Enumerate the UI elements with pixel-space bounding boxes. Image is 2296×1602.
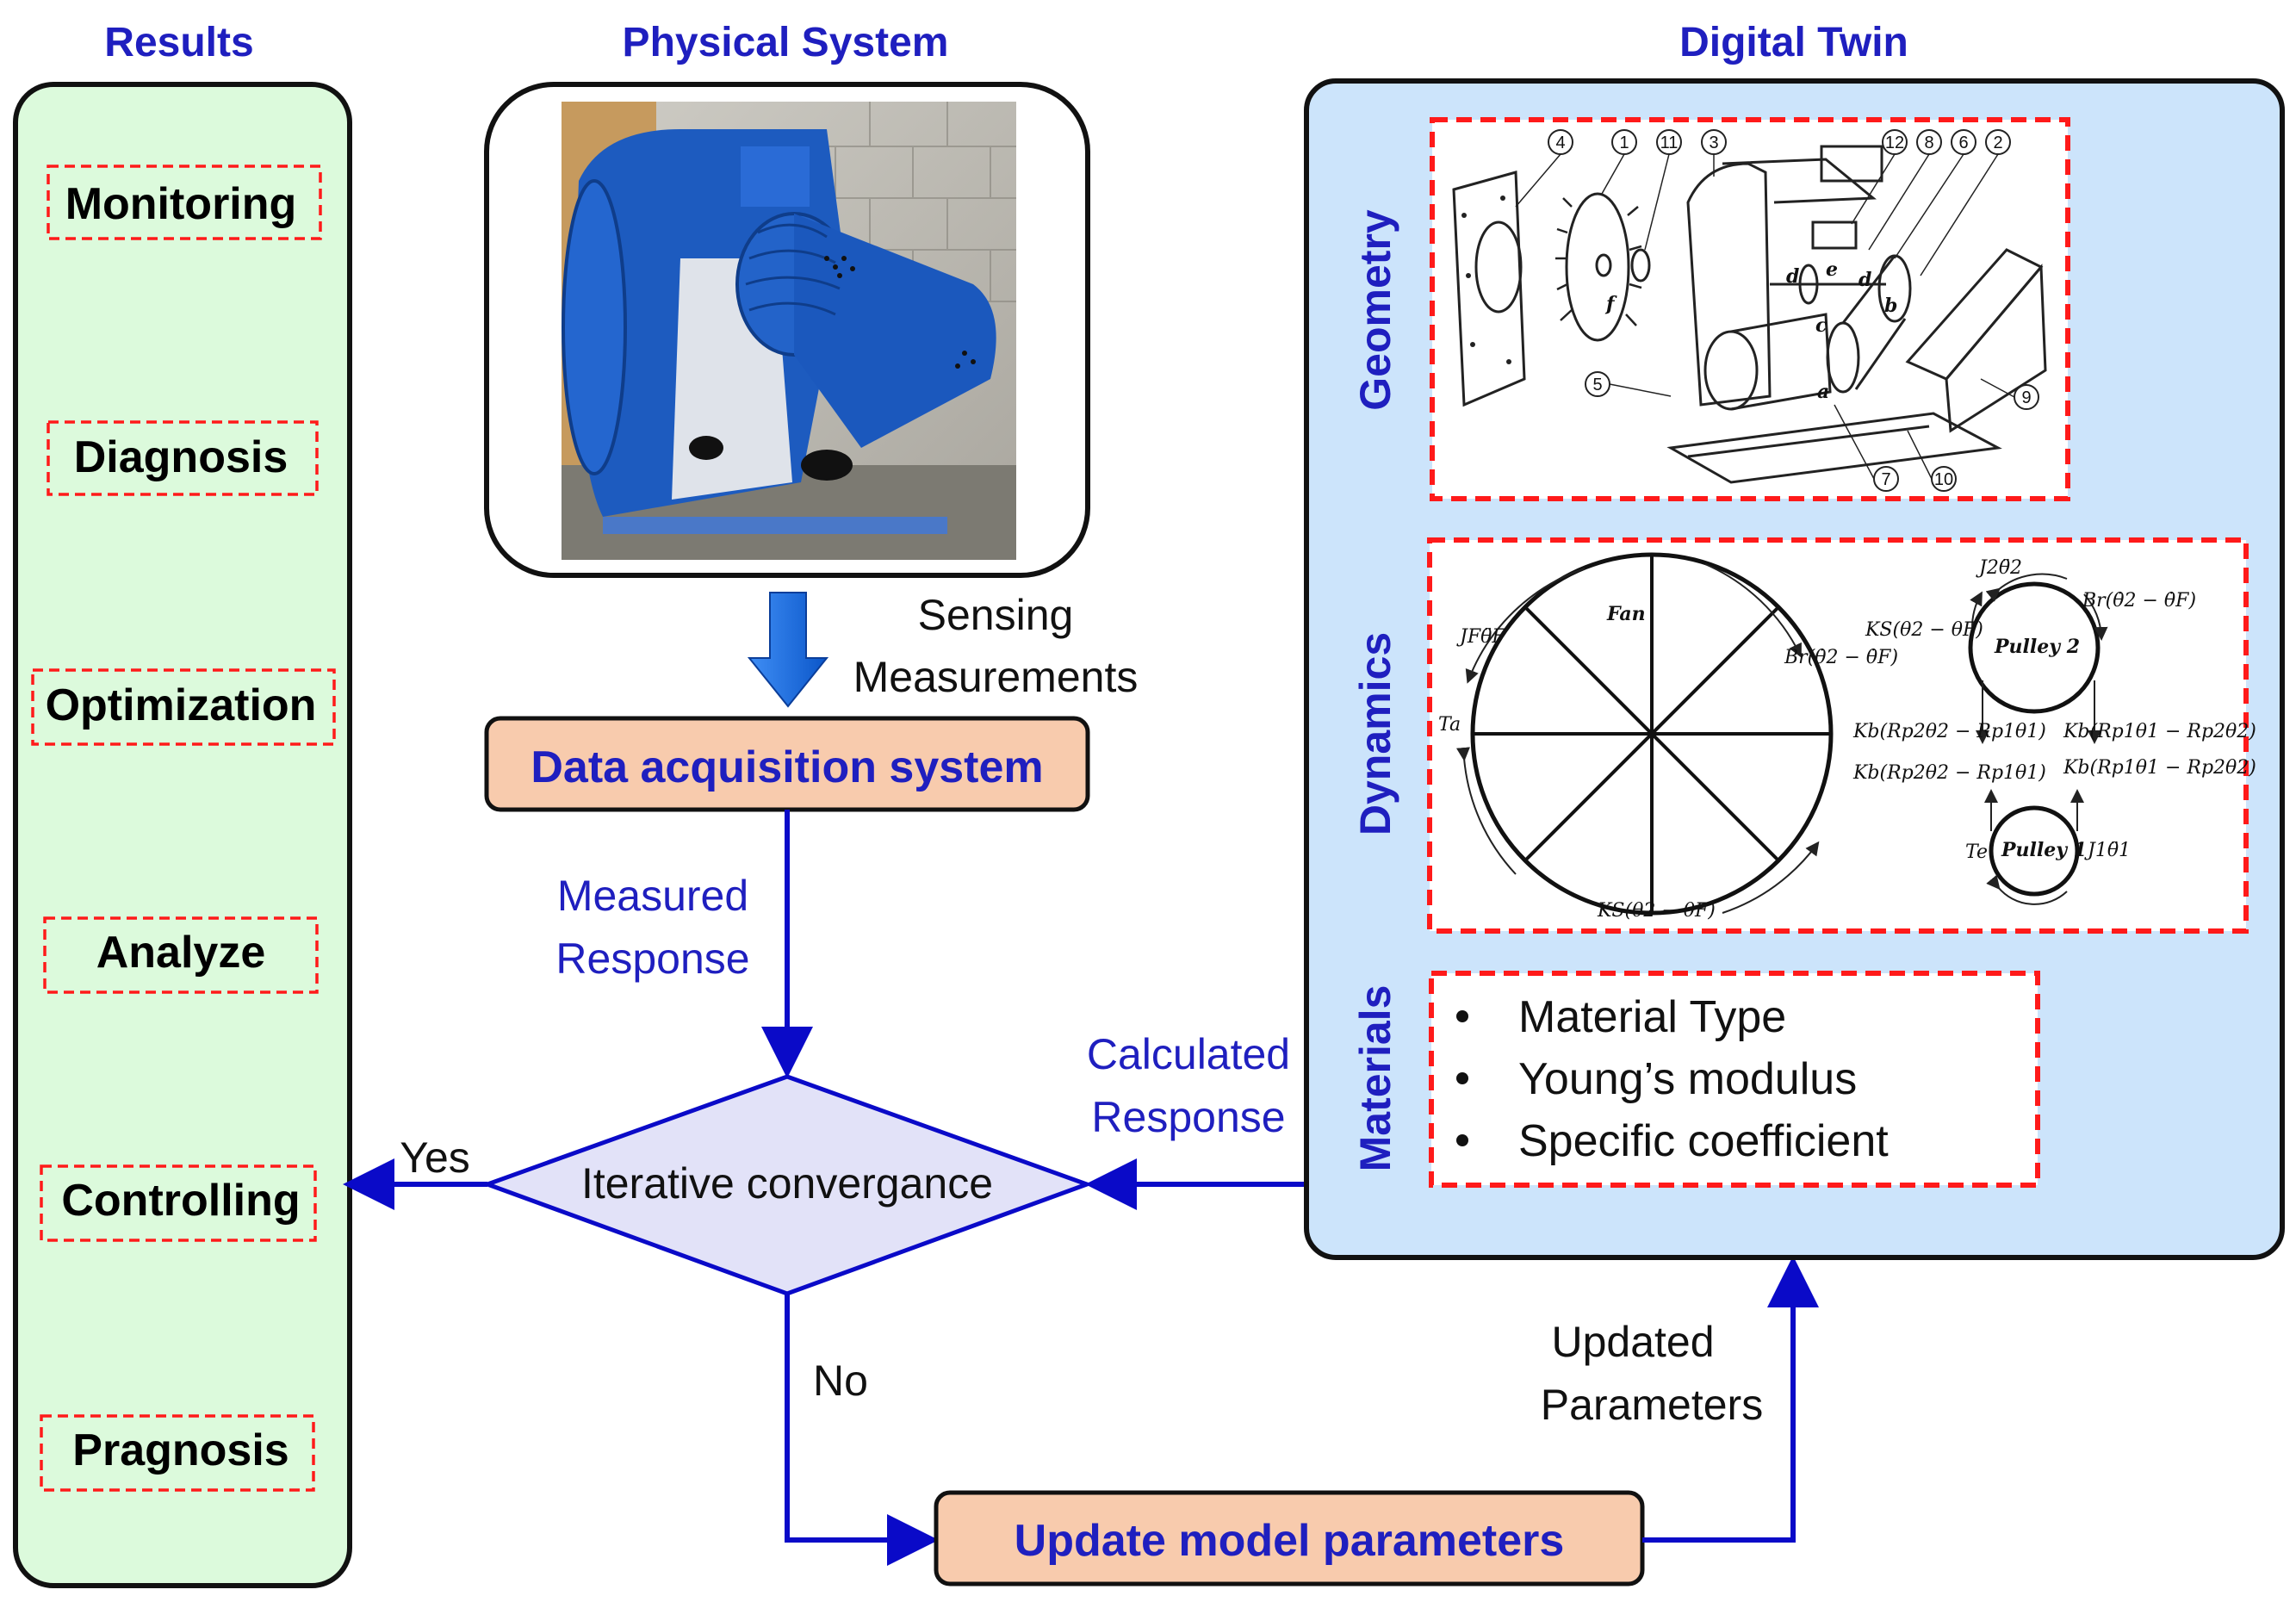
no-arrow bbox=[785, 1294, 939, 1566]
sensing-label-2: Measurements bbox=[853, 653, 1139, 701]
callout-1: 1 bbox=[1619, 134, 1629, 152]
fan-photo bbox=[562, 102, 1016, 560]
geo-letter-d1: d bbox=[1786, 265, 1799, 288]
material-item-youngs: Young’s modulus bbox=[1518, 1054, 1857, 1104]
fan-label: Fan bbox=[1606, 603, 1646, 625]
dynamics-diagram: Fan JFθ̈F Ta Br(θ̇2 − θ̇F) KS(θ2 − θF) P… bbox=[1438, 552, 2256, 922]
materials-box bbox=[1429, 971, 2040, 1188]
result-optimization: Optimization bbox=[46, 680, 317, 730]
result-box-pragnosis bbox=[40, 1414, 315, 1492]
callout-5: 5 bbox=[1592, 376, 1602, 394]
updated-parameters-arrow bbox=[1642, 1256, 1819, 1543]
calculated-label-2: Response bbox=[1091, 1093, 1285, 1141]
pulley-1-icon bbox=[1989, 805, 2080, 897]
sensing-label-1: Sensing bbox=[918, 591, 1074, 639]
no-label: No bbox=[813, 1357, 868, 1405]
kb1-term: Kb(Rp2θ2 − Rp1θ1) bbox=[1852, 721, 2046, 742]
materials-list: Material Type Young’s modulus Specific c… bbox=[1456, 992, 1889, 1166]
result-monitoring: Monitoring bbox=[65, 179, 297, 229]
fan-geometry-drawing: f d e d b c a 4 1 11 3 12 8 6 2 5 9 7 10 bbox=[1452, 129, 2047, 492]
geo-letter-b: b bbox=[1884, 295, 1897, 317]
pulley-2-label: Pulley 2 bbox=[1994, 636, 2080, 658]
data-acquisition-label: Data acquisition system bbox=[531, 742, 1043, 792]
material-item-coefficient: Specific coefficient bbox=[1518, 1116, 1889, 1166]
geo-letter-e: e bbox=[1826, 258, 1838, 281]
sensing-arrow-icon bbox=[747, 592, 829, 708]
ks-p2-term: KS(θ2 − θF) bbox=[1865, 619, 1983, 641]
update-parameters-label: Update model parameters bbox=[1015, 1516, 1565, 1566]
callout-3: 3 bbox=[1709, 134, 1718, 152]
pulley-2-icon bbox=[1968, 581, 2101, 714]
material-item-type: Material Type bbox=[1518, 992, 1786, 1042]
ta-term: Ta bbox=[1438, 714, 1461, 736]
callout-11: 11 bbox=[1660, 134, 1679, 152]
j1-term: J1θ̈1 bbox=[2084, 840, 2131, 861]
result-pragnosis: Pragnosis bbox=[72, 1425, 289, 1475]
result-box-controlling bbox=[40, 1164, 317, 1242]
dynamics-box bbox=[1427, 537, 2249, 934]
result-controlling: Controlling bbox=[61, 1176, 300, 1226]
callout-9: 9 bbox=[2021, 388, 2031, 407]
results-panel bbox=[13, 82, 352, 1588]
br-p2-term: Br(θ̇2 − θ̇F) bbox=[2082, 590, 2196, 612]
updated-label-1: Updated bbox=[1551, 1318, 1714, 1366]
callout-2: 2 bbox=[1993, 134, 2002, 152]
pulley-1-label: Pulley 1 bbox=[2001, 839, 2087, 861]
br-fan-term: Br(θ̇2 − θ̇F) bbox=[1784, 647, 1898, 668]
measured-label-2: Response bbox=[555, 934, 749, 983]
measured-label-1: Measured bbox=[557, 872, 748, 920]
callout-7: 7 bbox=[1881, 470, 1890, 489]
physical-system-header: Physical System bbox=[623, 20, 949, 65]
jf-term: JFθ̈F bbox=[1456, 626, 1505, 648]
calculated-label-1: Calculated bbox=[1087, 1030, 1290, 1078]
yes-label: Yes bbox=[400, 1133, 470, 1182]
dynamics-side-label: Dynamics bbox=[1351, 632, 1399, 835]
callout-12: 12 bbox=[1885, 134, 1904, 152]
callout-4: 4 bbox=[1555, 134, 1565, 152]
results-header: Results bbox=[104, 20, 253, 65]
decision-label: Iterative convergance bbox=[581, 1159, 993, 1208]
callout-6: 6 bbox=[1958, 134, 1968, 152]
result-box-analyze bbox=[43, 916, 319, 994]
ks-fan-term: KS(θ2 − θF) bbox=[1597, 900, 1716, 922]
results-list: Monitoring Diagnosis Optimization Analyz… bbox=[31, 165, 336, 1492]
geo-letter-f: f bbox=[1604, 293, 1617, 315]
digital-twin-header: Digital Twin bbox=[1679, 20, 1908, 65]
updated-label-2: Parameters bbox=[1541, 1381, 1763, 1429]
callout-10: 10 bbox=[1934, 470, 1953, 489]
kb3-term: Kb(Rp2θ2 − Rp1θ1) bbox=[1852, 762, 2046, 784]
j2-term: J2θ̈2 bbox=[1976, 557, 2022, 579]
kb4-term: Kb(Rp1θ1 − Rp2θ2) bbox=[2063, 757, 2256, 779]
kb2-term: Kb(Rp1θ1 − Rp2θ2) bbox=[2063, 721, 2256, 742]
result-box-optimization bbox=[31, 668, 336, 746]
te-term: Te bbox=[1965, 841, 1988, 863]
geometry-side-label: Geometry bbox=[1351, 209, 1399, 411]
callout-8: 8 bbox=[1924, 134, 1933, 152]
result-analyze: Analyze bbox=[96, 928, 266, 978]
result-diagnosis: Diagnosis bbox=[74, 432, 289, 482]
result-box-diagnosis bbox=[47, 420, 319, 496]
geometry-box bbox=[1430, 117, 2070, 501]
materials-side-label: Materials bbox=[1351, 985, 1399, 1172]
geo-letter-d2: d bbox=[1859, 269, 1871, 291]
geo-letter-c: c bbox=[1815, 314, 1827, 337]
result-box-monitoring bbox=[47, 165, 322, 240]
geo-letter-a: a bbox=[1817, 381, 1829, 403]
